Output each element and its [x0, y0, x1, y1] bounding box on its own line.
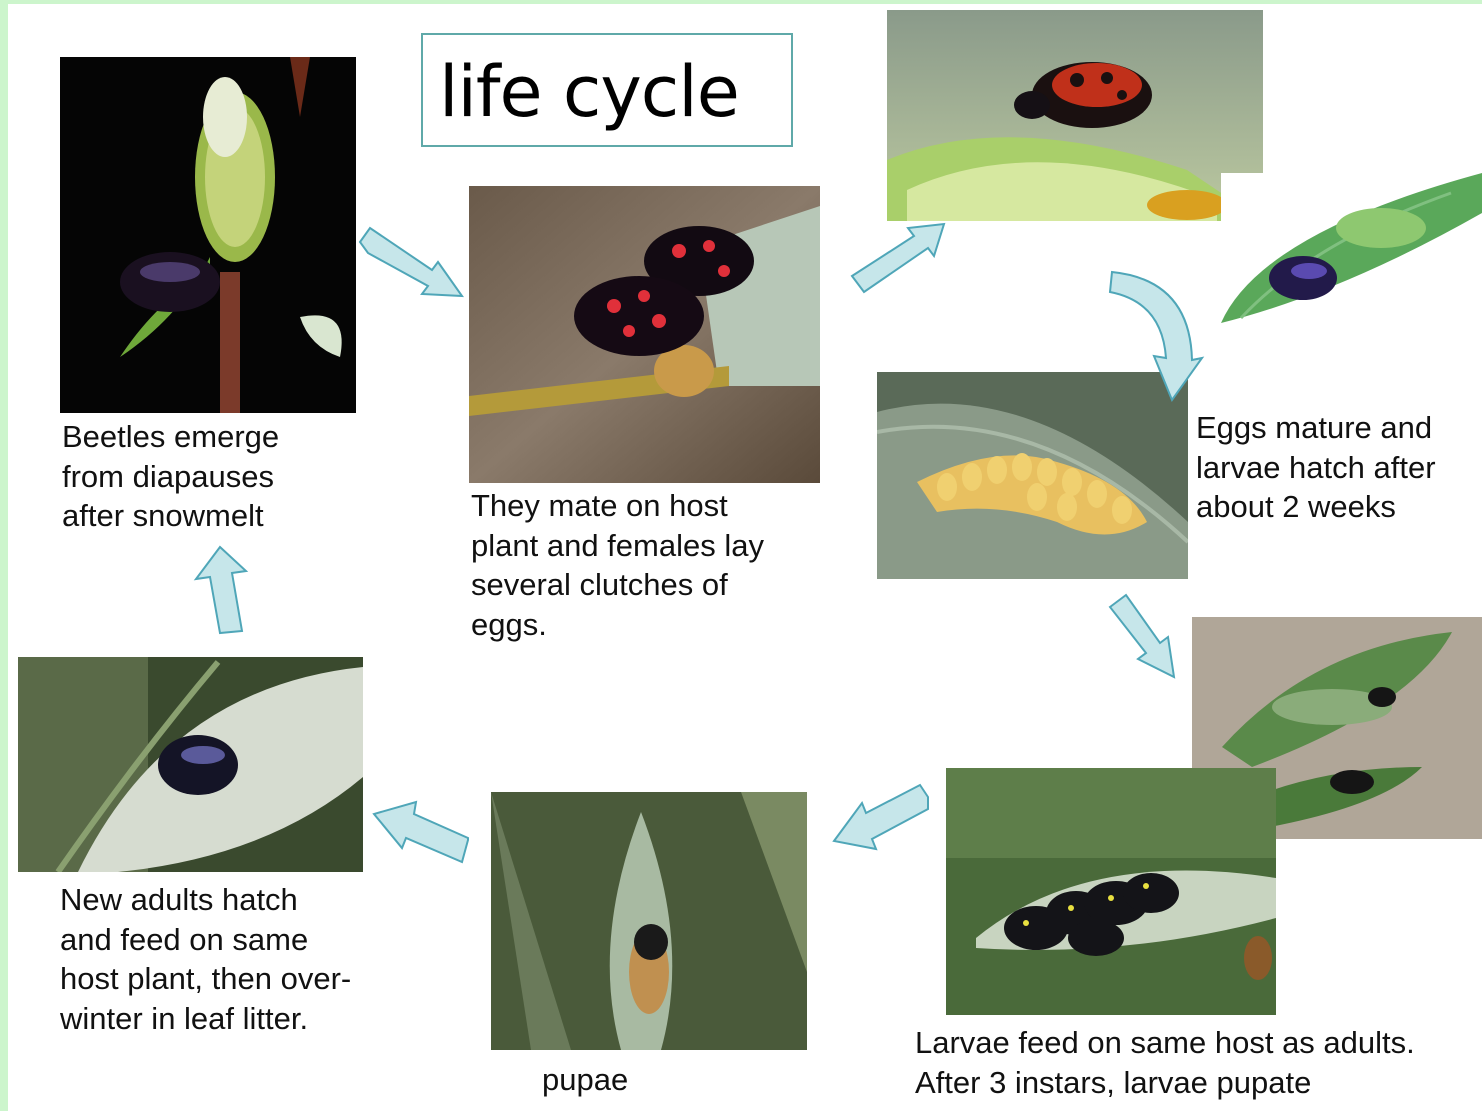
arrow-eggs-to-larvae	[1108, 593, 1180, 681]
caption-larvae: Larvae feed on same host as adults. Afte…	[915, 1023, 1415, 1102]
photo-larvae	[946, 768, 1276, 1015]
caption-new-adults: New adults hatch and feed on same host p…	[60, 880, 351, 1038]
photo-beetle-emerge	[60, 57, 356, 413]
photo-mating	[469, 186, 820, 483]
arrow-pupae-to-new-adults	[372, 800, 472, 866]
photo-pupae	[491, 792, 807, 1050]
arrow-emerge-to-mate	[360, 228, 465, 303]
caption-eggs: Eggs mature and larvae hatch after about…	[1196, 408, 1436, 527]
caption-pupae: pupae	[542, 1060, 628, 1100]
caption-beetle-emerge: Beetles emerge from diapauses after snow…	[62, 417, 279, 536]
arrow-mate-to-adult	[852, 222, 947, 297]
arrow-new-adults-to-emerge	[194, 545, 252, 635]
arrow-larvae-to-pupae	[832, 783, 932, 855]
page-title: life cycle	[439, 57, 739, 127]
title-box: life cycle	[421, 33, 793, 147]
photo-adult-catkin	[887, 10, 1263, 221]
caption-mating: They mate on host plant and females lay …	[471, 486, 764, 644]
photo-adult-leaf	[1221, 173, 1482, 323]
photo-new-adults	[18, 657, 363, 872]
arrow-adult-to-eggs	[1110, 270, 1205, 405]
